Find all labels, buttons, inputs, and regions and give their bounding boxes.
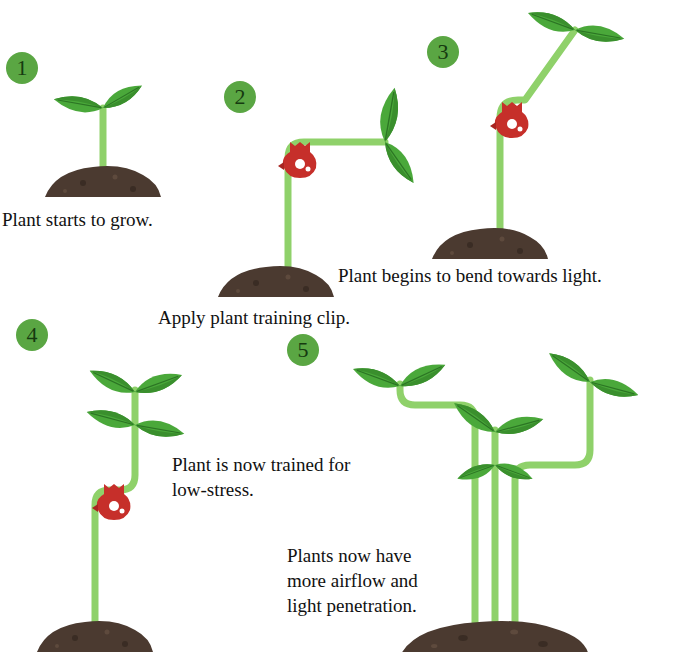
step-caption: Plant begins to bend towards light. bbox=[338, 263, 674, 288]
step-caption: Plant is now trained for low-stress. bbox=[172, 452, 377, 502]
step-number: 3 bbox=[427, 36, 459, 68]
step-circle: 3 bbox=[427, 36, 459, 68]
step-circle: 2 bbox=[224, 81, 256, 113]
step-number: 2 bbox=[224, 81, 256, 113]
step-circle: 5 bbox=[287, 334, 319, 366]
step-circle: 4 bbox=[16, 319, 48, 351]
step-number: 5 bbox=[287, 334, 319, 366]
step-caption: Plant starts to grow. bbox=[2, 207, 234, 232]
step-number: 1 bbox=[6, 52, 38, 84]
step-caption: Apply plant training clip. bbox=[158, 305, 458, 330]
step-number: 4 bbox=[16, 319, 48, 351]
step-circle: 1 bbox=[6, 52, 38, 84]
step-caption: Plants now have more airflow and light p… bbox=[287, 543, 447, 618]
